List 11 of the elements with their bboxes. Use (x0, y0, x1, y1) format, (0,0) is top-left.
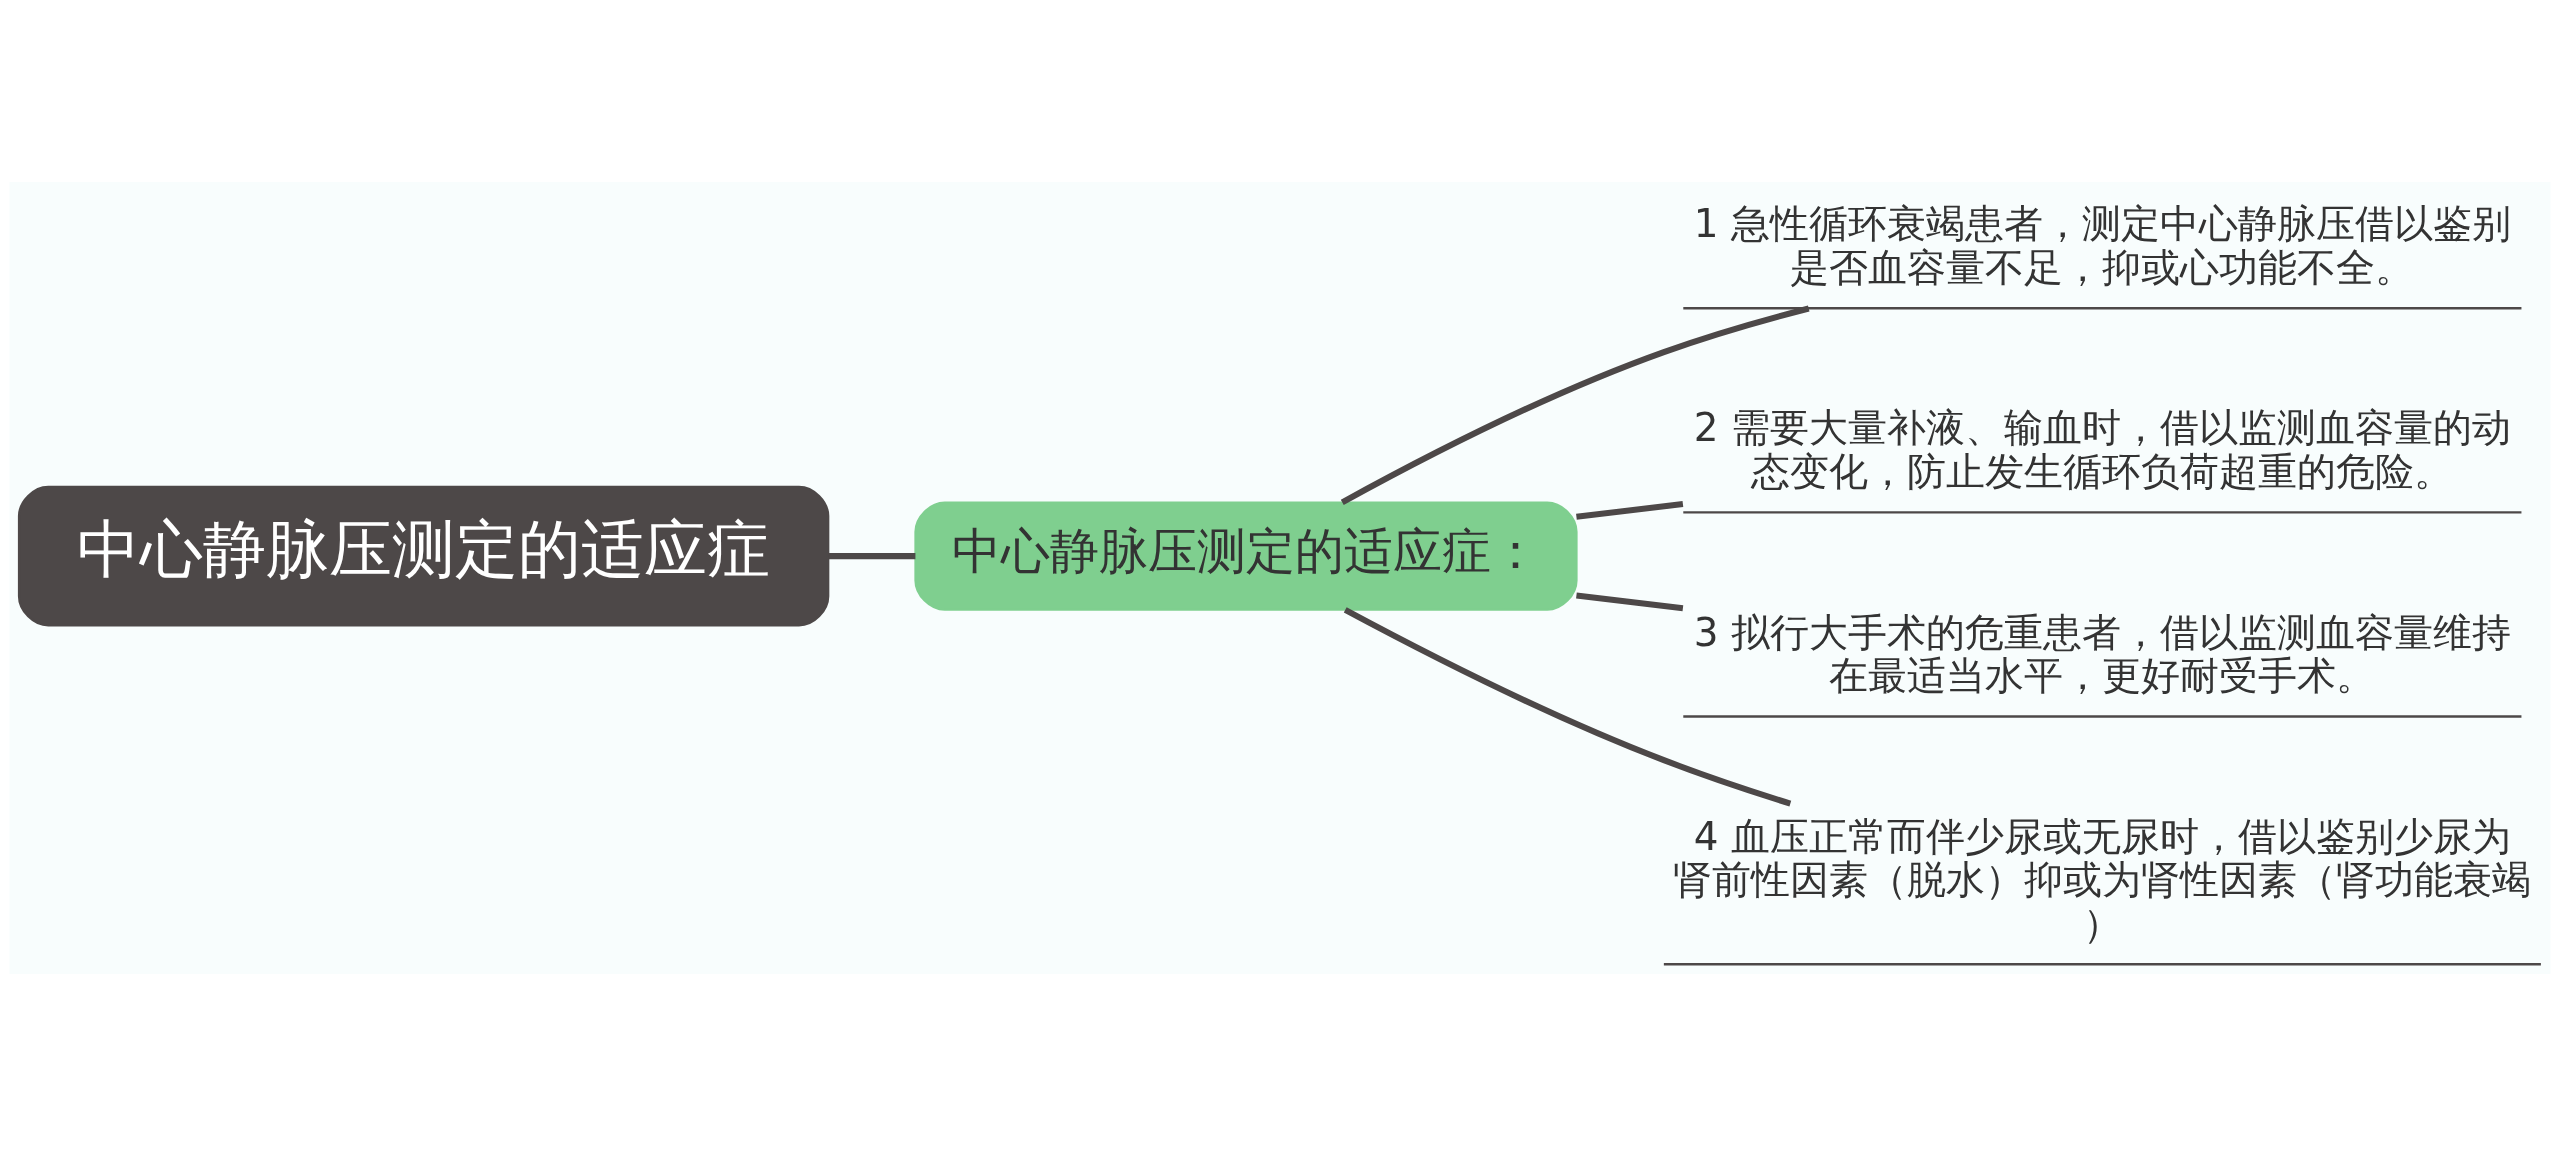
node-text: 3 拟行大手术的危重患者，借以监测血容量维持在最适当水平，更好耐受手术。 (1693, 609, 2511, 698)
connector (828, 552, 916, 559)
node-text: 2 需要大量补液、输血时，借以监测血容量的动态变化，防止发生循环负荷超重的危险。 (1693, 404, 2511, 494)
node-text: 4 血压正常而伴少尿或无尿时，借以鉴别少尿为肾前性因素（脱水）抑或为肾性因素（肾功能衰竭） (1673, 813, 2532, 946)
connector (1340, 305, 1810, 505)
connector (1576, 500, 1684, 520)
node-text: 1 急性循环衰竭患者，测定中心静脉压借以鉴别是否血容量不足，抑或心功能不全。 (1693, 200, 2511, 290)
node-box: 中心静脉压测定的适应症 (17, 485, 830, 627)
connector (1576, 591, 1684, 611)
node-box: 中心静脉压测定的适应症： (914, 500, 1578, 611)
connector (1343, 606, 1792, 806)
